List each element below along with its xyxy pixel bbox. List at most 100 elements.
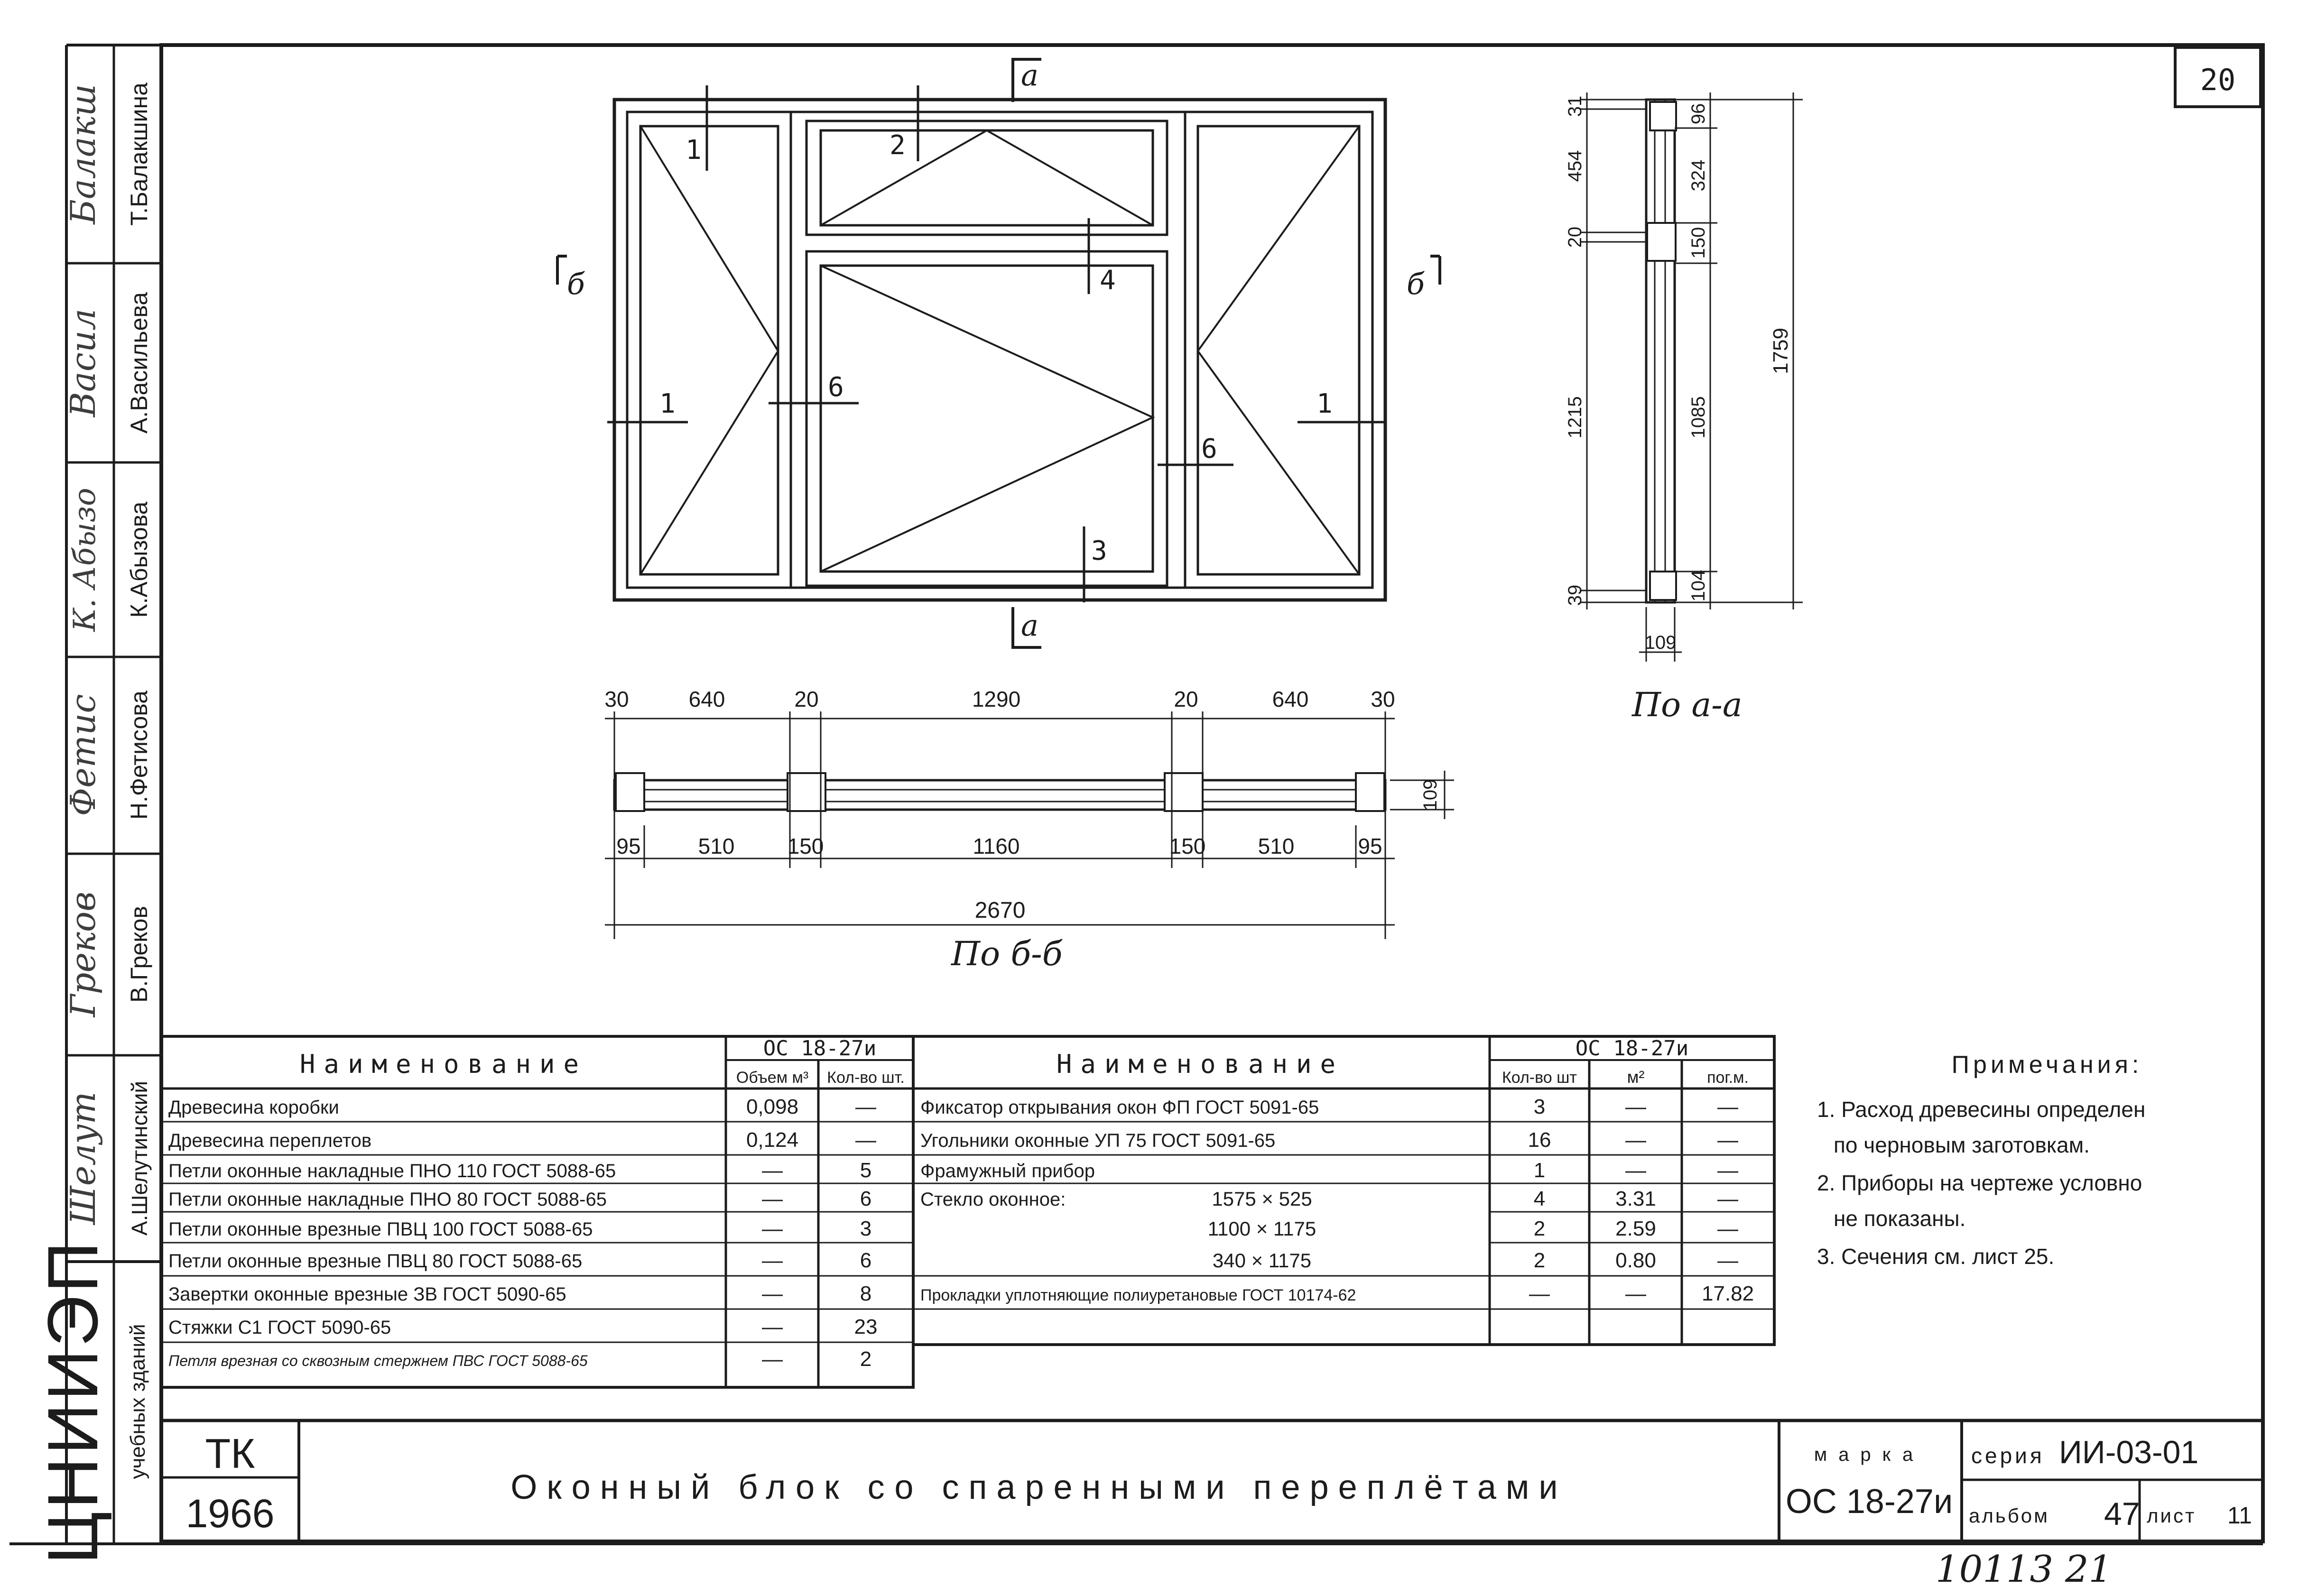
right-row-name: Стекло оконное: [920, 1189, 1066, 1210]
left-row-qty: 23 [854, 1315, 878, 1338]
signature-mark: Балакш [63, 84, 103, 225]
left-table-col-qty: Кол-во шт. [827, 1069, 905, 1087]
left-row-volume: 0,124 [746, 1128, 798, 1152]
left-row-qty: 3 [860, 1217, 871, 1240]
organization-block: ЦНИИЭП учебных зданий [33, 1239, 149, 1565]
left-row-name: Петли оконные накладные ПНО 110 ГОСТ 508… [168, 1161, 616, 1181]
side-dim-left-4: 1215 [1565, 397, 1585, 439]
window-elevation [556, 58, 1441, 649]
left-row-volume: — [762, 1315, 783, 1338]
left-row-qty: 5 [860, 1159, 871, 1182]
title-block-text: ТК 1966 Оконный блок со спаренными переп… [186, 1430, 2252, 1536]
left-row-name: Петли оконные врезные ПВЦ 100 ГОСТ 5088-… [168, 1219, 593, 1240]
title-block [161, 1386, 2263, 1541]
plan-dim-top-3: 20 [794, 687, 818, 711]
right-row-qty: 2 [1534, 1217, 1545, 1240]
stamp-series-label: серия [1971, 1443, 2045, 1468]
handwritten-signatures: Балакш Васил К. Абызо Фетис Греков Шелут [63, 84, 103, 1226]
left-row-volume: — [762, 1159, 783, 1182]
stamp-marka-label: марка [1814, 1444, 1925, 1465]
side-dim-right-2: 324 [1688, 160, 1709, 192]
left-row-volume: — [762, 1347, 783, 1371]
right-row-name: Фрамужный прибор [920, 1161, 1095, 1181]
stamp-marka: ОС 18-27и [1786, 1483, 1953, 1521]
left-table-text: Наименование ОС 18-27и Объем м³ Кол-во ш… [168, 1036, 905, 1371]
right-row-pogm: — [1717, 1217, 1738, 1240]
side-dimensions: 31 454 20 1215 39 96 324 150 1085 104 17… [1565, 96, 1792, 724]
callout-4: 4 [1100, 265, 1116, 296]
callout-6-centre: 6 [828, 372, 844, 403]
left-row-volume: — [762, 1217, 783, 1240]
side-dim-right-4: 1085 [1688, 397, 1709, 439]
signer-name: А.Васильева [126, 292, 152, 434]
section-mark-a-top: а [1021, 58, 1038, 92]
right-row-m2: — [1625, 1128, 1646, 1152]
right-table-col-m2: м² [1627, 1067, 1645, 1087]
stamp-sheet-label: лист [2147, 1504, 2196, 1527]
plan-dim-bottom-6: 510 [1258, 834, 1295, 858]
left-row-volume: — [762, 1187, 783, 1210]
signature-mark: Шелут [63, 1092, 103, 1226]
signer-name: К.Абызова [126, 501, 152, 618]
left-row-name: Завертки оконные врезные ЗВ ГОСТ 5090-65 [168, 1284, 566, 1305]
stamp-dept: ТК [205, 1430, 255, 1477]
left-row-qty: — [855, 1095, 876, 1118]
right-row-name: Угольники оконные УП 75 ГОСТ 5091-65 [920, 1130, 1275, 1151]
right-row-pogm: — [1717, 1095, 1738, 1118]
note-line: 2. Приборы на чертеже условно [1817, 1171, 2142, 1195]
plan-dim-top-1: 30 [604, 687, 629, 711]
left-row-qty: 6 [860, 1249, 871, 1272]
left-row-qty: 2 [860, 1347, 871, 1371]
left-spec-table [160, 1035, 915, 1389]
note-line: не показаны. [1834, 1206, 1965, 1231]
plan-dim-bottom-1: 95 [616, 834, 640, 858]
section-mark-a-bottom: а [1021, 608, 1038, 643]
note-line: 1. Расход древесины определен [1817, 1097, 2145, 1122]
left-table-header-group: ОС 18-27и [763, 1036, 876, 1061]
side-section [1580, 92, 1803, 662]
glass-size: 1575 × 525 [1212, 1188, 1312, 1210]
notes-block: Примечания: 1. Расход древесины определе… [1817, 1051, 2145, 1269]
plan-dim-bottom-3: 150 [788, 834, 824, 858]
plan-dim-depth: 109 [1420, 779, 1441, 811]
section-mark-b-right: б [1407, 267, 1425, 301]
signer-name: Н.Фетисова [126, 691, 152, 820]
stamp-series: ИИ-03-01 [2059, 1434, 2198, 1470]
right-row-m2: 0.80 [1615, 1249, 1656, 1272]
left-row-qty: 6 [860, 1187, 871, 1210]
callout-2: 2 [890, 130, 906, 161]
right-row-qty: 2 [1534, 1249, 1545, 1272]
right-row-pogm: — [1717, 1128, 1738, 1152]
plan-dimensions: 30 640 20 1290 20 640 30 95 510 150 1160… [604, 687, 1441, 973]
signer-name: В.Греков [126, 906, 152, 1003]
right-table-header-group: ОС 18-27и [1576, 1036, 1688, 1061]
side-dim-total: 1759 [1769, 328, 1792, 374]
signature-strip [66, 45, 161, 1544]
section-mark-b-left: б [567, 267, 585, 301]
callout-1-right: 1 [1316, 388, 1333, 419]
left-row-name: Петли оконные врезные ПВЦ 80 ГОСТ 5088-6… [168, 1251, 582, 1272]
plan-dim-top-5: 20 [1174, 687, 1198, 711]
side-dim-left-1: 31 [1565, 96, 1585, 117]
stamp-sheet: 11 [2227, 1502, 2252, 1529]
plan-dim-bottom-5: 150 [1169, 834, 1206, 858]
stamp-year: 1966 [186, 1491, 275, 1536]
signature-mark: Фетис [63, 694, 103, 816]
plan-dim-top-4: 1290 [972, 687, 1020, 711]
side-dim-right-3: 150 [1688, 227, 1709, 259]
sheet-number: 20 [2200, 63, 2236, 97]
plan-dim-top-7: 30 [1371, 687, 1395, 711]
left-row-qty: 8 [860, 1282, 871, 1305]
org-subtitle: учебных зданий [126, 1324, 149, 1479]
note-line: 3. Сечения см. лист 25. [1817, 1244, 2054, 1269]
side-dim-left-2: 454 [1565, 150, 1585, 182]
left-row-name: Стяжки С1 ГОСТ 5090-65 [168, 1317, 391, 1338]
left-table-col-volume: Объем м³ [736, 1069, 808, 1087]
org-name: ЦНИИЭП [33, 1239, 112, 1565]
plan-dim-total: 2670 [975, 898, 1026, 923]
drawing-title: Оконный блок со спаренными переплётами [510, 1468, 1567, 1506]
signature-mark: Васил [63, 309, 103, 418]
plan-dim-top-2: 640 [689, 687, 725, 711]
left-row-name: Древесина переплетов [168, 1130, 371, 1151]
